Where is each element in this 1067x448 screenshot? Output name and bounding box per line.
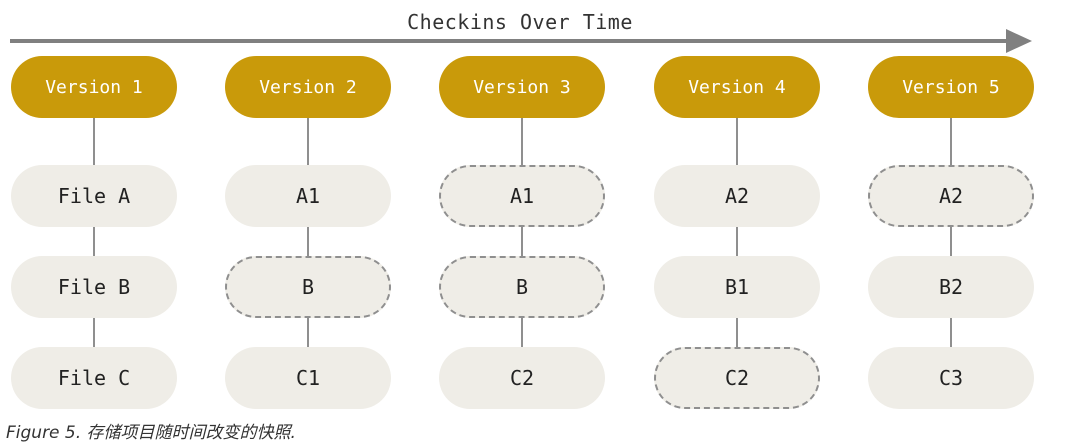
version-column-3: Version 3 A1 B C2: [439, 0, 605, 410]
file-node: File B: [11, 256, 177, 318]
figure-caption: Figure 5. 存储项目随时间改变的快照.: [6, 423, 296, 443]
file-node: C3: [868, 347, 1034, 409]
file-reference-node: C2: [654, 347, 820, 409]
file-node: C2: [439, 347, 605, 409]
version-node: Version 4: [654, 56, 820, 118]
version-node: Version 2: [225, 56, 391, 118]
timeline-arrow-head: [1006, 29, 1032, 53]
version-column-2: Version 2 A1 B C1: [225, 0, 391, 410]
file-node: B1: [654, 256, 820, 318]
file-reference-node: B: [225, 256, 391, 318]
file-node: A1: [225, 165, 391, 227]
version-node: Version 5: [868, 56, 1034, 118]
version-node: Version 3: [439, 56, 605, 118]
file-node: File A: [11, 165, 177, 227]
version-column-4: Version 4 A2 B1 C2: [654, 0, 820, 410]
file-node: B2: [868, 256, 1034, 318]
file-reference-node: A2: [868, 165, 1034, 227]
file-node: C1: [225, 347, 391, 409]
version-column-5: Version 5 A2 B2 C3: [868, 0, 1034, 410]
version-node: Version 1: [11, 56, 177, 118]
file-reference-node: B: [439, 256, 605, 318]
file-node: File C: [11, 347, 177, 409]
version-column-1: Version 1 File A File B File C: [11, 0, 177, 410]
file-reference-node: A1: [439, 165, 605, 227]
timeline-title: Checkins Over Time: [407, 10, 633, 34]
file-node: A2: [654, 165, 820, 227]
